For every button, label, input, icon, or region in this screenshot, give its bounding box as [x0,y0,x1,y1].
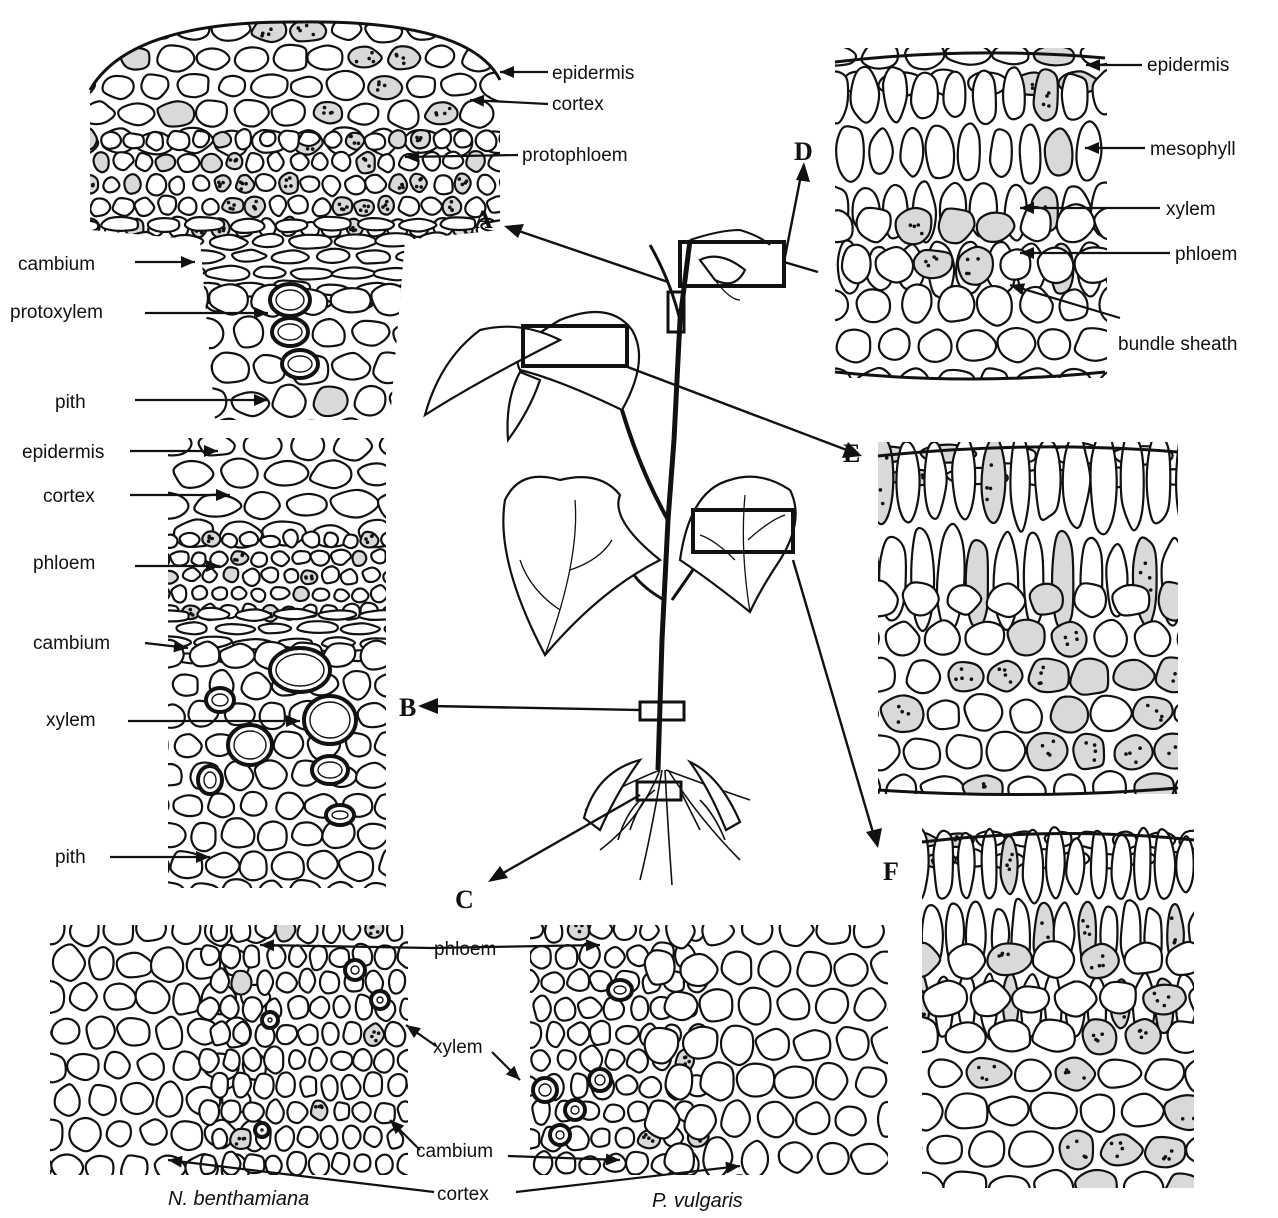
label-a-cortex: cortex [552,94,604,115]
label-c-cortex: cortex [437,1184,489,1205]
label-b-pith: pith [55,847,86,868]
label-d-xylem: xylem [1166,199,1216,220]
label-c-cambium: cambium [416,1141,493,1162]
label-a-protophloem: protophloem [522,145,628,166]
label-d-bundle-sheath: bundle sheath [1118,334,1237,355]
label-c-phloem: phloem [434,939,496,960]
panel-a-tissue [40,17,554,454]
label-a-epidermis: epidermis [552,63,634,84]
letter-b: B [399,693,416,722]
label-b-epidermis: epidermis [22,442,104,463]
letter-f: F [883,857,899,886]
letter-a: A [474,205,493,234]
panel-e-tissue [820,425,1270,808]
label-d-mesophyll: mesophyll [1150,139,1236,160]
species-p-vulgaris: P. vulgaris [652,1190,743,1212]
label-b-phloem: phloem [33,553,95,574]
label-a-cambium: cambium [18,254,95,275]
label-b-cambium: cambium [33,633,110,654]
label-b-xylem: xylem [46,710,96,731]
panel-c-left-tissue [15,914,440,1218]
label-b-cortex: cortex [43,486,95,507]
label-d-epidermis: epidermis [1147,55,1229,76]
label-a-protoxylem: protoxylem [10,302,103,323]
panel-b-labels: epidermis cortex phloem cambium xylem pi… [22,442,110,868]
panel-f-tissue [877,827,1253,1218]
letter-c: C [455,885,474,914]
panel-d-labels: epidermis mesophyll xylem phloem bundle … [1118,55,1237,355]
letter-e: E [843,439,860,468]
label-c-xylem: xylem [433,1037,483,1058]
panel-d-tissue [792,42,1162,401]
letter-d: D [794,137,813,166]
label-d-phloem: phloem [1175,244,1237,265]
plant-illustration [425,230,796,885]
panel-c-right-tissue [507,912,944,1217]
label-a-pith: pith [55,392,86,413]
panel-b-tissue [128,430,443,910]
panel-letters: A D E B F C [399,137,899,914]
species-n-benthamiana: N. benthamiana [168,1188,309,1210]
